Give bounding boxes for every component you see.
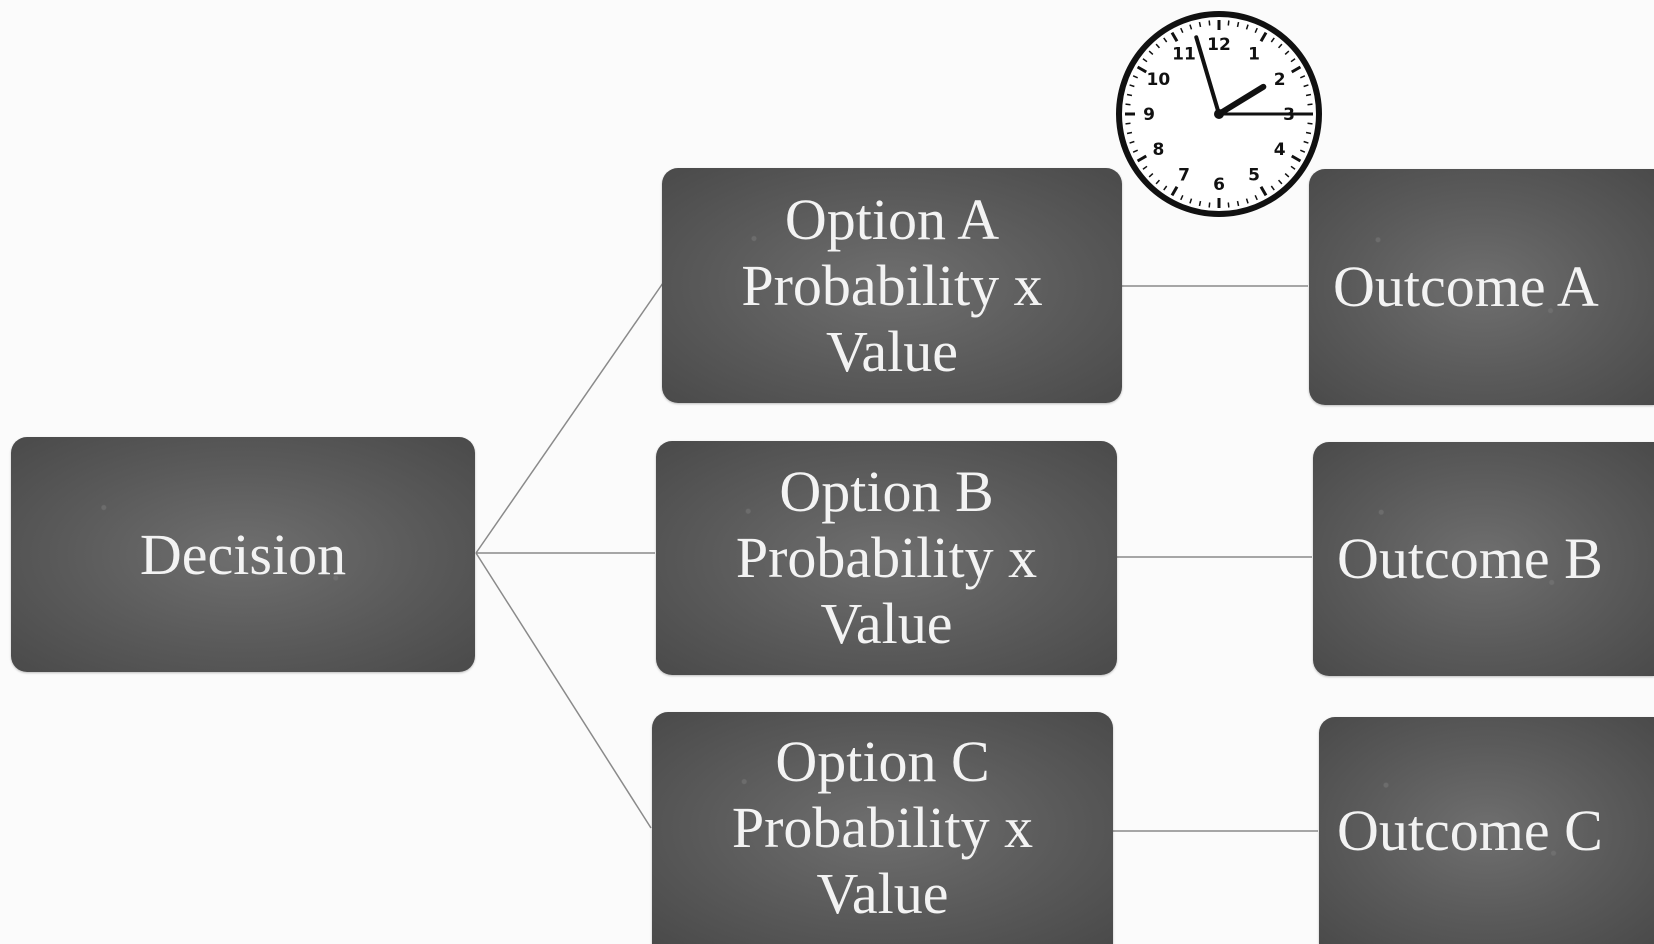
decision-node: Decision — [11, 437, 475, 672]
option-b-formula-line2: Value — [820, 591, 953, 656]
clock-tick — [1254, 195, 1258, 201]
option-b-title: Option B — [779, 459, 994, 524]
clock-tick — [1208, 20, 1211, 26]
clock-tick — [1126, 93, 1133, 97]
clock-numeral: 5 — [1248, 166, 1260, 186]
clock-tick — [1284, 50, 1290, 56]
clock-tick — [1245, 198, 1249, 204]
clock-tick — [1259, 31, 1268, 43]
clock-tick — [1136, 65, 1148, 74]
clock-numeral: 10 — [1147, 70, 1171, 90]
option-a-formula-line1: Probability x — [741, 252, 1043, 318]
outcome-b-label: Outcome B — [1337, 526, 1603, 591]
clock-ticks — [1125, 20, 1313, 208]
outcome-c-label: Outcome C — [1337, 797, 1603, 863]
clock-tick — [1142, 58, 1148, 63]
clock-tick — [1148, 172, 1154, 178]
connector-decision-option-c — [475, 552, 652, 829]
option-a-formula-line2: Value — [825, 318, 959, 384]
clock-tick — [1180, 195, 1184, 201]
clock-numeral: 9 — [1143, 105, 1155, 125]
clock-tick — [1129, 140, 1135, 144]
option-c-node: Option C Probability x Value — [652, 712, 1113, 944]
clock-tick — [1300, 149, 1306, 153]
option-c-title: Option C — [775, 729, 990, 794]
clock-numeral: 2 — [1274, 70, 1286, 90]
clock-tick — [1236, 21, 1240, 28]
option-c-formula-line1: Probability x — [731, 795, 1034, 860]
clock-tick — [1132, 149, 1138, 153]
clock-tick — [1284, 172, 1290, 178]
option-b-node: Option B Probability x Value — [656, 441, 1117, 675]
connector-decision-option-a — [475, 282, 664, 554]
clock-numeral: 12 — [1207, 35, 1231, 55]
clock-tick — [1132, 75, 1138, 79]
clock-tick — [1303, 84, 1309, 88]
clock-hour-hand — [1216, 83, 1267, 117]
outcome-b-node: Outcome B — [1313, 442, 1654, 676]
clock-tick — [1259, 185, 1268, 197]
clock-minute-hand — [1194, 35, 1221, 116]
clock-tick — [1148, 50, 1154, 56]
clock-tick — [1277, 43, 1283, 49]
clock-numeral: 8 — [1152, 140, 1164, 160]
clock-numeral: 7 — [1178, 166, 1190, 186]
clock-tick — [1163, 37, 1168, 43]
clock-numeral: 4 — [1274, 140, 1286, 160]
decision-label: Decision — [139, 521, 347, 587]
clock-tick — [1189, 198, 1193, 204]
clock-tick — [1198, 21, 1202, 28]
clock-tick — [1236, 200, 1240, 207]
clock-tick — [1305, 131, 1312, 135]
outcome-a-node: Outcome A — [1309, 169, 1654, 405]
clock-tick — [1142, 165, 1148, 170]
option-a-node: Option A Probability x Value — [662, 168, 1122, 403]
clock-tick — [1155, 179, 1161, 185]
clock-tick — [1125, 122, 1131, 125]
clock-tick — [1155, 43, 1161, 49]
clock-tick — [1290, 65, 1302, 74]
clock-tick — [1189, 24, 1193, 30]
clock-tick — [1307, 103, 1313, 106]
clock-center-pin — [1214, 109, 1224, 119]
clock-tick — [1163, 185, 1168, 191]
clock-tick — [1300, 75, 1306, 79]
option-c-formula-line2: Value — [816, 861, 949, 926]
option-a-title: Option A — [784, 186, 1000, 252]
clock-tick — [1125, 103, 1131, 106]
clock-tick — [1290, 154, 1302, 163]
option-b-formula-line1: Probability x — [735, 525, 1038, 590]
clock-numeral: 6 — [1213, 175, 1225, 195]
clock-numeral: 1 — [1248, 44, 1260, 64]
clock-tick — [1208, 202, 1211, 208]
clock-tick — [1305, 93, 1312, 97]
clock-tick — [1245, 24, 1249, 30]
clock-tick — [1277, 179, 1283, 185]
clock-tick — [1126, 131, 1133, 135]
outcome-c-node: Outcome C — [1319, 717, 1654, 944]
clock-tick — [1307, 122, 1313, 125]
clock-tick — [1129, 84, 1135, 88]
clock-tick — [1170, 185, 1179, 197]
clock-tick — [1290, 58, 1296, 63]
clock-tick — [1227, 202, 1230, 208]
outcome-a-label: Outcome A — [1333, 254, 1599, 319]
clock-tick — [1270, 37, 1275, 43]
clock-tick — [1254, 27, 1258, 33]
clock-tick — [1136, 154, 1148, 163]
clock-tick — [1180, 27, 1184, 33]
clock-tick — [1303, 140, 1309, 144]
clock-numeral: 11 — [1172, 44, 1196, 64]
clock-tick — [1227, 20, 1230, 26]
clock-tick — [1198, 200, 1202, 207]
clock-tick — [1270, 185, 1275, 191]
clock-icon: 121234567891011 — [1116, 11, 1322, 217]
clock-tick — [1170, 31, 1179, 43]
clock-tick — [1290, 165, 1296, 170]
